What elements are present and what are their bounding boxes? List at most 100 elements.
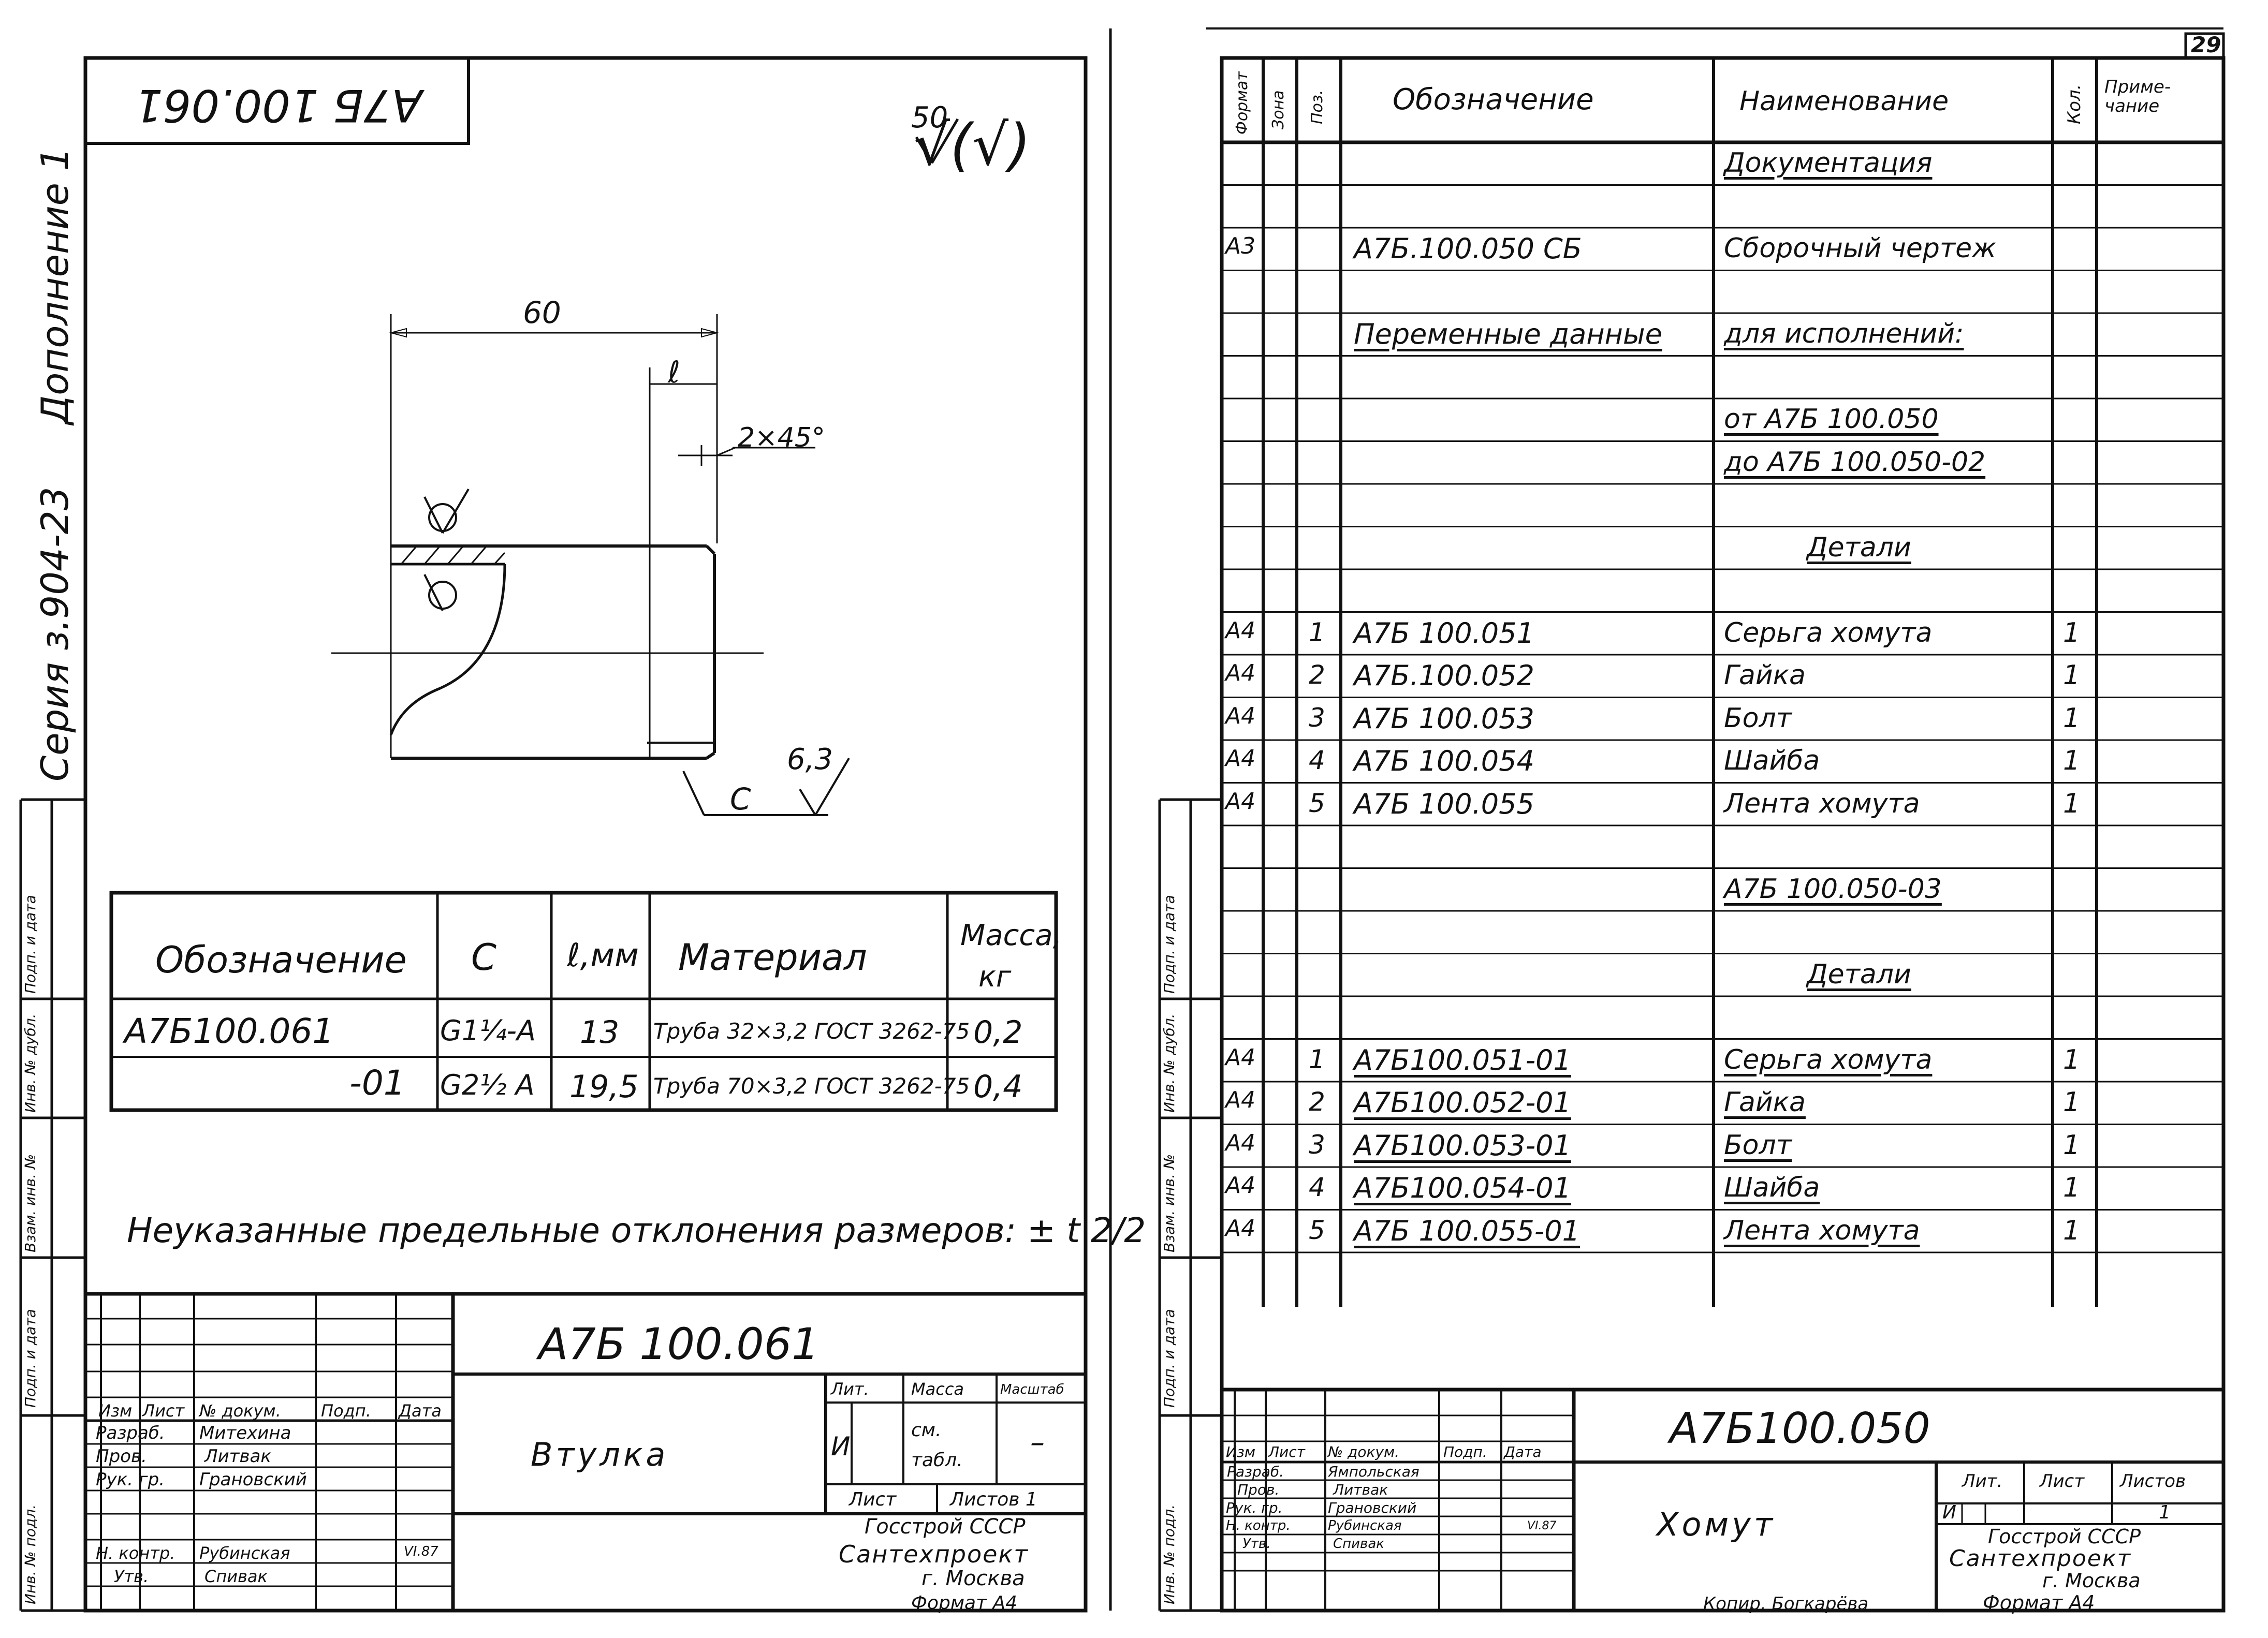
spec-header-naimenovanie: Наименование <box>1739 86 1949 117</box>
title-name-right: Хомут <box>1657 1506 1776 1543</box>
tb-name-3: Грановский <box>199 1469 307 1490</box>
rtb-role-3: Рук. гр. <box>1226 1499 1283 1516</box>
rtb-org-2: Сантехпроект <box>1949 1545 2132 1572</box>
spec-row-name: Гайка <box>1724 660 1806 691</box>
spec-row-name: Серьга хомута <box>1724 617 1933 648</box>
tb-name-5: Спивак <box>204 1567 268 1586</box>
tb-role-2: Пров. <box>96 1446 147 1467</box>
side-stamp-left-3: Взам. инв. № <box>22 1154 39 1252</box>
tb-listov-label: Листов 1 <box>950 1489 1037 1510</box>
spec-row-format: А3 <box>1225 233 1256 259</box>
tb-header-izm: Изм <box>98 1401 133 1421</box>
spec-row-name: А7Б 100.050-03 <box>1724 873 1942 905</box>
spec-row-name: Детали <box>1807 532 1911 563</box>
tb-org-2: Сантехпроект <box>839 1540 1029 1568</box>
side-stamp-left-5: Подп. и дата <box>22 895 39 994</box>
roughness-value-top: 50 <box>911 101 948 135</box>
spec-row-format: А4 <box>1225 1044 1256 1071</box>
spec-row-format: А4 <box>1225 1172 1256 1199</box>
spec-row-qty: 1 <box>2063 1087 2081 1118</box>
rtb-header-ndok: № докум. <box>1328 1443 1400 1460</box>
title-name-left: Втулка <box>531 1436 669 1473</box>
table-row-1-c: G1¼-A <box>440 1014 536 1047</box>
table-row-1-material: Труба 32×3,2 ГОСТ 3262-75 <box>653 1019 970 1044</box>
tb-org-3: г. Москва <box>921 1567 1025 1590</box>
spec-row-code: А7Б.100.050 СБ <box>1354 232 1582 265</box>
dim-l: ℓ <box>668 355 680 390</box>
side-stamp-left-4: Инв. № дубл. <box>22 1013 39 1113</box>
tb-list-label: Лист <box>849 1489 897 1510</box>
tb-masshtab-value: – <box>1030 1426 1045 1459</box>
rtb-role-2: Пров. <box>1237 1481 1280 1498</box>
table-row-2-code: -01 <box>349 1063 405 1103</box>
rtb-header-izm: Изм <box>1226 1443 1255 1460</box>
tb-massa-label: Масса <box>911 1379 964 1399</box>
spec-row-name: Гайка <box>1724 1087 1806 1118</box>
tb-name-1: Митехина <box>199 1423 291 1443</box>
spec-header-primechanie: Приме-чание <box>2104 77 2171 117</box>
spec-row-name: до А7Б 100.050-02 <box>1724 446 1986 478</box>
spec-row-name: Болт <box>1724 702 1792 734</box>
rtb-format: Формат А4 <box>1983 1591 2095 1614</box>
side-stamp-right-2: Подп. и дата <box>1161 1309 1178 1408</box>
tb-lit-value: И <box>831 1432 851 1462</box>
spec-row-name: Документация <box>1724 147 1933 179</box>
table-row-2-c: G2½ A <box>440 1069 535 1101</box>
table-row-1-code: А7Б100.061 <box>124 1011 334 1051</box>
tb-date-nkontr: VI.87 <box>404 1544 438 1559</box>
series-note: Серия з.904-23 <box>33 486 77 781</box>
spec-row-format: А4 <box>1225 1087 1256 1113</box>
title-code-left: А7Б 100.061 <box>538 1319 820 1369</box>
rtb-list-value: 1 <box>2159 1502 2171 1523</box>
spec-row-poz: 3 <box>1309 702 1325 733</box>
spec-row-name: Лента хомута <box>1724 788 1920 819</box>
tb-org-1: Госстрой СССР <box>865 1515 1026 1539</box>
spec-row-name: Лента хомута <box>1724 1215 1920 1246</box>
spec-row-poz: 5 <box>1309 788 1325 818</box>
spec-row-poz: 4 <box>1309 745 1325 775</box>
rtb-org-3: г. Москва <box>2042 1569 2141 1592</box>
rtb-list-label: Лист <box>2040 1471 2085 1492</box>
table-row-1-mass: 0,2 <box>973 1014 1023 1051</box>
spec-row-code: А7Б 100.055-01 <box>1354 1214 1581 1247</box>
label-c: C <box>730 781 751 817</box>
table-header-c: C <box>471 936 496 979</box>
spec-row-qty: 1 <box>2063 1129 2081 1161</box>
spec-row-name: Шайба <box>1724 1172 1820 1203</box>
spec-row-qty: 1 <box>2063 788 2081 819</box>
side-stamp-right-4: Инв. № дубл. <box>1161 1013 1178 1113</box>
rtb-name-1: Ямпольская <box>1328 1463 1420 1480</box>
spec-row-qty: 1 <box>2063 702 2081 734</box>
supplement-note: Дополнение 1 <box>33 147 77 424</box>
rtb-lit-value: И <box>1942 1502 1956 1523</box>
table-header-oboznachenie: Обозначение <box>155 939 407 981</box>
table-row-2-l: 19,5 <box>569 1069 639 1105</box>
spec-row-qty: 1 <box>2063 1215 2081 1246</box>
spec-row-name: от А7Б 100.050 <box>1724 404 1939 435</box>
spec-row-name: Детали <box>1807 958 1911 990</box>
side-stamp-right-1: Инв. № подл. <box>1161 1504 1178 1604</box>
rtb-header-data: Дата <box>1504 1443 1542 1460</box>
roughness-value-c: 6,3 <box>787 743 833 776</box>
dim-length: 60 <box>523 295 561 330</box>
spec-row-poz: 2 <box>1309 660 1325 690</box>
dim-chamfer: 2×45° <box>738 422 825 453</box>
rtb-header-podp: Подп. <box>1443 1443 1487 1460</box>
tb-role-4: Н. контр. <box>96 1543 175 1563</box>
tb-role-1: Разраб. <box>96 1423 165 1443</box>
page-number: 29 <box>2191 32 2221 57</box>
spec-row-code: А7Б 100.055 <box>1354 787 1534 820</box>
side-stamp-right-5: Подп. и дата <box>1161 895 1178 994</box>
roughness-symbol-top: √(√) <box>914 112 1031 178</box>
rtb-name-4: Рубинская <box>1328 1518 1402 1533</box>
spec-row-qty: 1 <box>2063 617 2081 648</box>
table-header-material: Материал <box>678 936 867 979</box>
spec-row-poz: 3 <box>1309 1129 1325 1160</box>
rtb-header-list: Лист <box>1268 1443 1305 1460</box>
spec-row-qty: 1 <box>2063 1172 2081 1203</box>
spec-row-code: А7Б100.053-01 <box>1354 1129 1571 1162</box>
rtb-name-2: Литвак <box>1333 1481 1388 1498</box>
table-header-l: ℓ,мм <box>567 936 639 974</box>
spec-row-format: А4 <box>1225 1215 1256 1242</box>
tb-name-4: Рубинская <box>199 1543 290 1563</box>
